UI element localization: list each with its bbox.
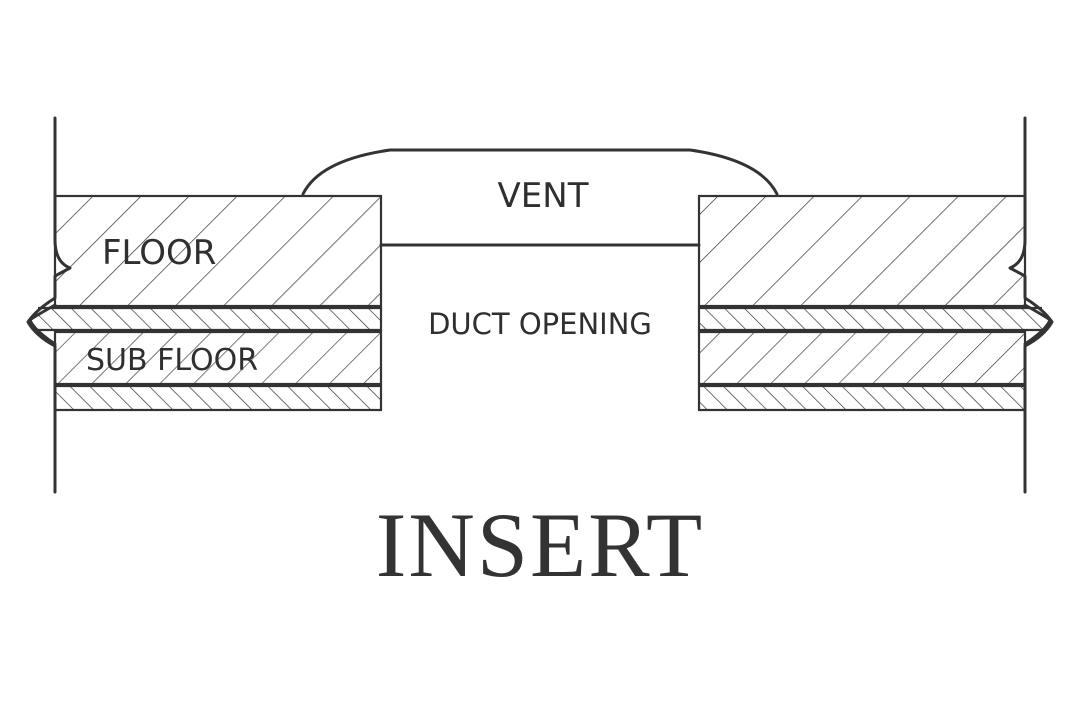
- right-sub-floor-layer: [697, 330, 1027, 386]
- diagram-title: INSERT: [376, 494, 704, 596]
- left-bottom-strip: [53, 384, 383, 412]
- left-top-strip: [38, 306, 383, 332]
- vent-cover: [301, 148, 779, 247]
- left-sub-floor-layer: [53, 330, 383, 386]
- floor-label: FLOOR: [102, 233, 216, 273]
- right-floor-layer: [697, 194, 1027, 308]
- duct-opening-label: DUCT OPENING: [428, 307, 652, 341]
- right-top-strip: [697, 306, 1042, 332]
- left-floor-layer: [53, 194, 383, 308]
- right-bulge: [1023, 303, 1052, 346]
- vent-label: VENT: [498, 176, 589, 216]
- sub-floor-label: SUB FLOOR: [86, 343, 258, 378]
- right-bottom-strip: [697, 384, 1027, 412]
- left-bulge: [28, 303, 57, 346]
